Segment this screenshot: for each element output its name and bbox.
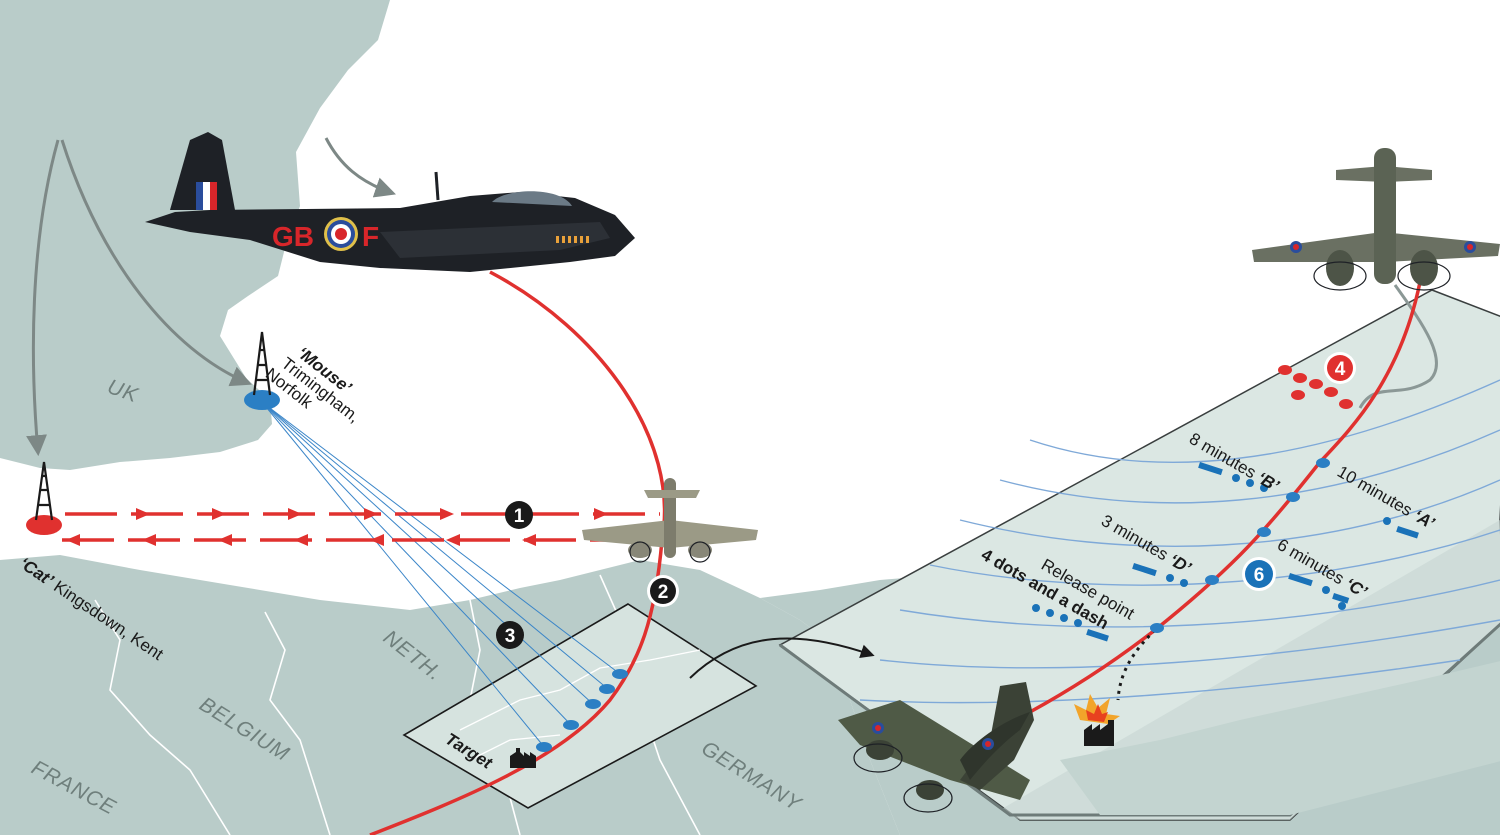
- aircraft-code-right: F: [362, 221, 379, 252]
- inset-flight-track: [1029, 281, 1422, 714]
- mosquito-aircraft-rear: [582, 478, 758, 563]
- step-badge-3: 3: [496, 621, 524, 649]
- step-badge-4: 4: [1324, 352, 1356, 384]
- step-badge-2: 2: [647, 575, 679, 607]
- mosquito-aircraft-side: GB F: [145, 132, 635, 272]
- zoom-connector-arrow: [689, 637, 875, 679]
- flight-track: [369, 270, 667, 837]
- inset-track-markers: [1150, 458, 1330, 633]
- mosquito-aircraft-top: [1252, 148, 1500, 291]
- aircraft-code-left: GB: [272, 221, 314, 252]
- cat-beam-signals: [62, 512, 660, 542]
- mouse-beams: [261, 401, 621, 749]
- mouse-station: [244, 331, 280, 410]
- inset-panel: [778, 289, 1500, 821]
- mosquito-aircraft-bottom: [838, 682, 1034, 813]
- step-badge-1: 1: [505, 501, 533, 529]
- uk-landmass: [0, 0, 390, 470]
- inset-coast: [1060, 661, 1500, 815]
- step-badge-6: 6: [1242, 557, 1276, 591]
- factory-icon: [510, 748, 536, 768]
- mouse-label: ‘Mouse’ Trimingham, Norfolk: [262, 343, 363, 426]
- svg-text:2: 2: [658, 582, 669, 603]
- border-lines: [94, 574, 701, 836]
- svg-text:1: 1: [514, 506, 525, 527]
- continent-landmass: [0, 555, 900, 835]
- svg-text:4: 4: [1335, 359, 1346, 380]
- track-markers: [536, 669, 628, 752]
- direction-arrows: [26, 137, 396, 457]
- svg-text:6: 6: [1254, 565, 1265, 586]
- explosion-icon: [1074, 694, 1120, 746]
- svg-text:3: 3: [505, 626, 516, 647]
- beam-arrowheads: [66, 508, 608, 546]
- morse-signals: [1032, 462, 1419, 642]
- bomb-drop-path: [1116, 628, 1157, 701]
- step4-red-dots: [1278, 365, 1353, 409]
- cat-station: [26, 461, 62, 535]
